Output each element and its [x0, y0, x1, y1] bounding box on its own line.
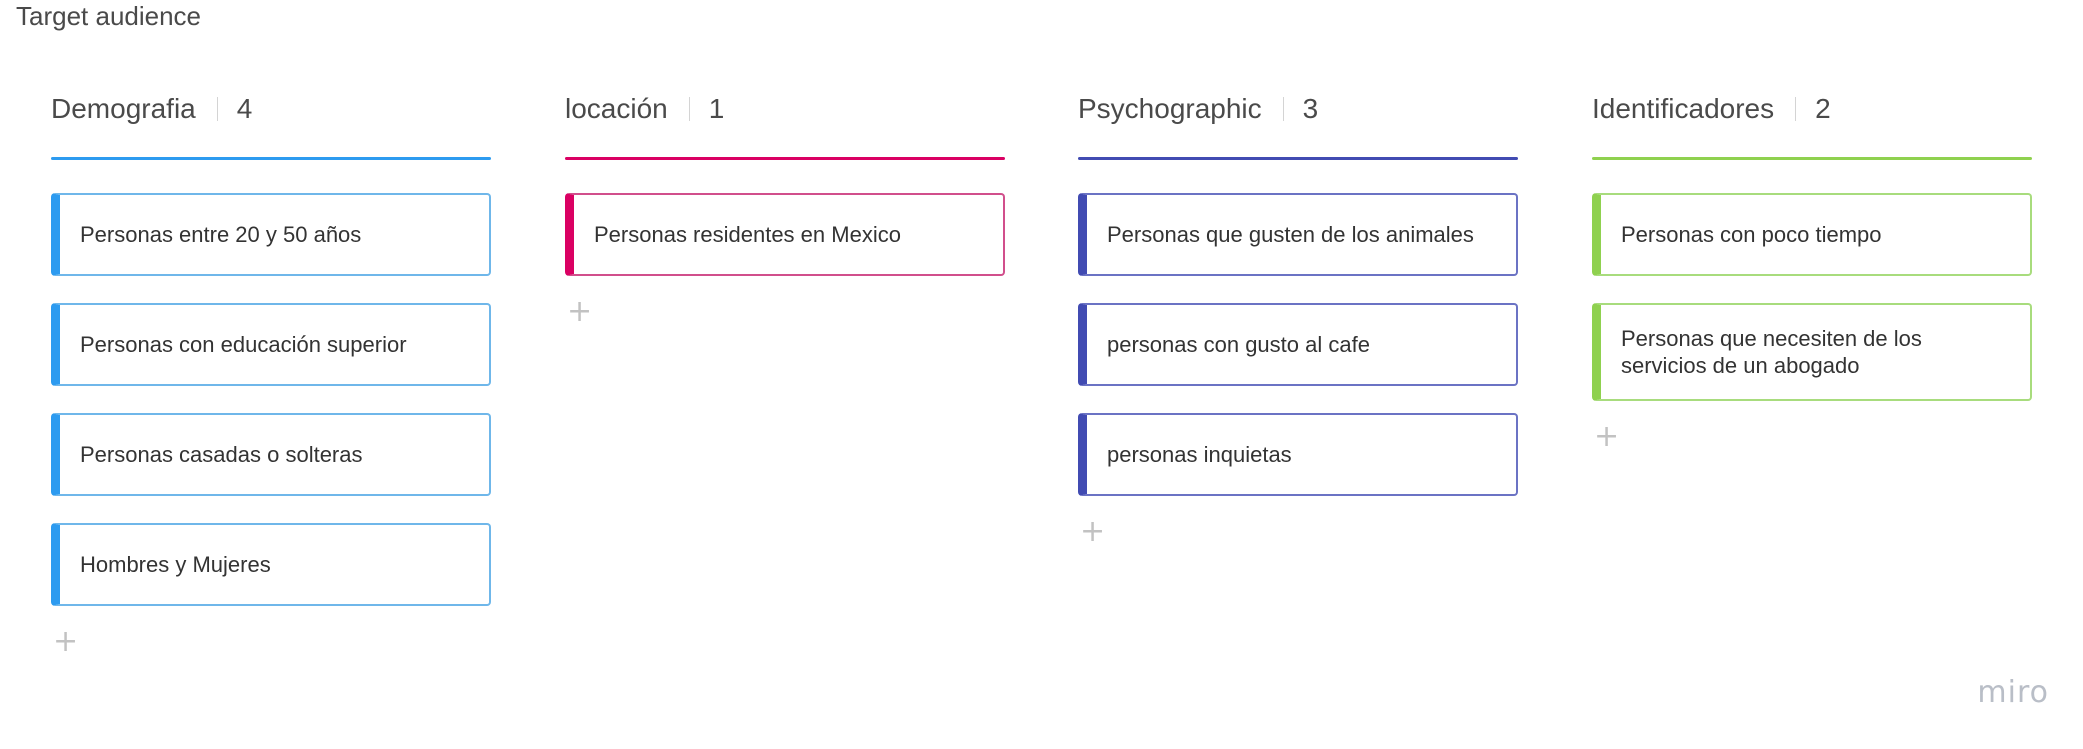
- add-card-button[interactable]: +: [567, 297, 592, 327]
- header-divider: [1795, 97, 1797, 121]
- header-divider: [688, 97, 690, 121]
- card-list: Personas con poco tiempo Personas que ne…: [1592, 193, 2032, 401]
- column-header[interactable]: Psychographic 3: [1078, 85, 1518, 133]
- column-accent-line: [565, 157, 1005, 160]
- kanban-column-locacion: locación 1 Personas residentes en Mexico…: [565, 85, 1005, 327]
- column-accent-line: [51, 157, 491, 160]
- plus-icon: +: [1594, 419, 1620, 454]
- board-title: Target audience: [16, 1, 202, 31]
- column-count: 1: [708, 93, 725, 124]
- header-divider: [1282, 97, 1284, 121]
- card-text: Personas con educación superior: [80, 332, 407, 357]
- card[interactable]: Personas con educación superior: [51, 303, 491, 386]
- card[interactable]: Personas residentes en Mexico: [565, 193, 1005, 276]
- column-count: 2: [1815, 93, 1831, 124]
- card-text: Personas con poco tiempo: [1621, 222, 1882, 247]
- card-text: Hombres y Mujeres: [80, 552, 271, 577]
- column-header[interactable]: locación 1: [565, 85, 1005, 133]
- card[interactable]: personas inquietas: [1078, 413, 1518, 496]
- card-list: Personas entre 20 y 50 años Personas con…: [51, 193, 491, 606]
- column-title[interactable]: Identificadores: [1592, 93, 1775, 124]
- card[interactable]: Personas con poco tiempo: [1592, 193, 2032, 276]
- kanban-column-psychographic: Psychographic 3 Personas que gusten de l…: [1078, 85, 1518, 547]
- card-text: personas con gusto al cafe: [1107, 332, 1370, 357]
- plus-icon: +: [1080, 514, 1106, 549]
- card[interactable]: Hombres y Mujeres: [51, 523, 491, 606]
- column-title[interactable]: Demografia: [51, 93, 196, 124]
- card[interactable]: Personas que gusten de los animales: [1078, 193, 1518, 276]
- card[interactable]: Personas entre 20 y 50 años: [51, 193, 491, 276]
- card-list: Personas residentes en Mexico: [565, 193, 1005, 276]
- kanban-column-identificadores: Identificadores 2 Personas con poco tiem…: [1592, 85, 2032, 452]
- card-text: Personas casadas o solteras: [80, 442, 363, 467]
- column-title[interactable]: Psychographic: [1078, 93, 1262, 124]
- kanban-column-demografia: Demografia 4 Personas entre 20 y 50 años…: [51, 85, 491, 657]
- add-card-button[interactable]: +: [1080, 517, 1105, 547]
- add-card-button[interactable]: +: [53, 627, 78, 657]
- column-accent-line: [1078, 157, 1518, 160]
- card-text: Personas que necesiten de los servicios …: [1621, 326, 1922, 378]
- column-count: 4: [236, 93, 253, 124]
- card-text: personas inquietas: [1107, 442, 1292, 467]
- column-title[interactable]: locación: [565, 93, 668, 124]
- card[interactable]: Personas casadas o solteras: [51, 413, 491, 496]
- add-card-button[interactable]: +: [1594, 422, 1619, 452]
- card[interactable]: Personas que necesiten de los servicios …: [1592, 303, 2032, 401]
- plus-icon: +: [567, 294, 593, 329]
- header-divider: [216, 97, 218, 121]
- column-count: 3: [1302, 93, 1319, 124]
- card-text: Personas residentes en Mexico: [594, 222, 901, 247]
- column-header[interactable]: Demografia 4: [51, 85, 491, 133]
- card-list: Personas que gusten de los animales pers…: [1078, 193, 1518, 496]
- miro-logo: miro: [1977, 675, 2049, 710]
- card-text: Personas entre 20 y 50 años: [80, 222, 362, 247]
- card[interactable]: personas con gusto al cafe: [1078, 303, 1518, 386]
- card-text: Personas que gusten de los animales: [1107, 222, 1474, 247]
- column-accent-line: [1592, 157, 2032, 160]
- plus-icon: +: [53, 624, 79, 659]
- column-header[interactable]: Identificadores 2: [1592, 85, 2032, 133]
